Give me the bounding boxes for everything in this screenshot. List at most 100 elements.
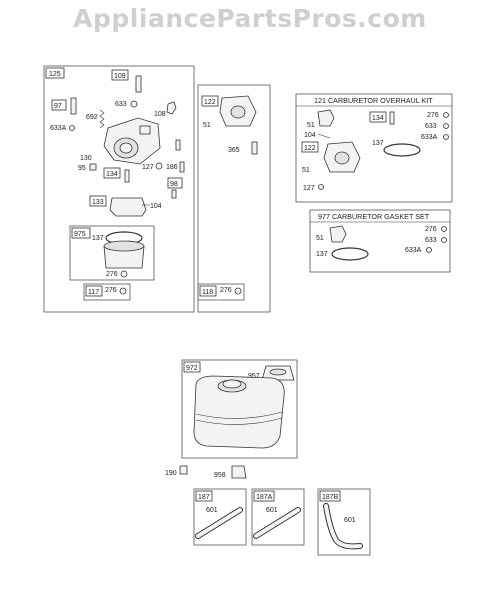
part-tag-118-text: 118 [202, 289, 213, 296]
callout-51-d: 51 [316, 235, 324, 242]
kit-spacer-hole [334, 151, 350, 165]
part-tag-122-b-text: 122 [304, 145, 316, 152]
box-label-125[interactable] [45, 67, 65, 79]
gasket-set-group: 977 CARBURETOR GASKET SET 51 137 276 633… [309, 209, 451, 273]
bowl-kit-frame [69, 225, 155, 281]
overhaul-kit-group: 121 CARBURETOR OVERHAUL KIT 51 104 134 2… [295, 93, 453, 203]
part-tag-187B[interactable] [319, 490, 341, 502]
part-tag-972[interactable] [183, 361, 201, 373]
kit-gasket-part[interactable] [317, 109, 335, 127]
callout-51-a: 51 [203, 122, 211, 129]
carburetor-assembly-group: 125 109 633 97 633A 692 108 130 95 127 [43, 65, 195, 313]
jet-part[interactable] [124, 169, 130, 183]
fuel-line-187-inner [196, 508, 242, 538]
fitting-part[interactable] [175, 139, 181, 151]
kit-oring-part[interactable] [443, 134, 449, 140]
part-tag-118[interactable] [199, 285, 217, 297]
part-tag-187A[interactable] [253, 490, 275, 502]
callout-51-b: 51 [307, 122, 315, 129]
fuel-cap-top [269, 368, 287, 376]
stud-part[interactable] [179, 161, 185, 173]
part-tag-134-a[interactable] [103, 167, 121, 179]
oring-part[interactable] [69, 125, 75, 131]
intake-spacer-hole [230, 105, 246, 119]
callout-633-a: 633 [115, 101, 127, 108]
fuel-line-187B-inner [324, 504, 362, 549]
callout-633A-a: 633A [50, 125, 67, 132]
kit-117-frame [83, 283, 131, 301]
callout-190: 190 [165, 470, 177, 477]
kit-jet-part[interactable] [389, 111, 395, 125]
shutoff-valve-part[interactable] [231, 465, 247, 479]
bracket-part[interactable] [166, 101, 177, 115]
part-tag-975-text: 975 [74, 231, 86, 238]
callout-108: 108 [154, 111, 166, 118]
part-tag-134-a-text: 134 [106, 171, 118, 178]
washer-117-part[interactable] [119, 287, 127, 295]
set-bowl-gasket-part[interactable] [331, 247, 369, 261]
callout-95: 95 [78, 165, 86, 172]
kit-pin-part [317, 133, 331, 139]
watermark: AppliancePartsPros.com [73, 4, 427, 33]
spring-part[interactable] [99, 109, 105, 129]
callout-958: 958 [214, 472, 226, 479]
part-tag-187[interactable] [195, 490, 213, 502]
callout-276-d: 276 [427, 112, 439, 119]
plug-part[interactable] [89, 163, 97, 171]
fuel-line-187-frame [193, 488, 247, 546]
part-tag-134-b[interactable] [369, 111, 387, 123]
set-washer2-part[interactable] [441, 237, 447, 243]
screw-small-part[interactable] [171, 189, 177, 199]
kit-washer-part[interactable] [443, 112, 449, 118]
gasket-small-part[interactable] [155, 162, 163, 170]
part-tag-98[interactable] [167, 177, 183, 189]
callout-601-c: 601 [344, 517, 356, 524]
box-label-125-text: 125 [49, 71, 61, 78]
callout-633A-c: 633A [405, 247, 422, 254]
part-tag-133[interactable] [89, 195, 107, 207]
callout-276-e: 276 [425, 226, 437, 233]
callout-104-b: 104 [304, 132, 316, 139]
fuel-line-187B-frame [317, 488, 371, 556]
intake-group: 122 51 365 118 276 [197, 84, 271, 313]
set-gasket-part[interactable] [329, 225, 347, 243]
part-tag-117-text: 117 [88, 289, 99, 296]
fuel-tank-frame [181, 359, 298, 459]
callout-957: 957 [248, 373, 260, 380]
part-tag-975[interactable] [71, 227, 91, 239]
needle-valve-part[interactable] [135, 75, 142, 93]
part-tag-117[interactable] [85, 285, 103, 297]
kit-washer2-part[interactable] [443, 123, 449, 129]
set-oring-part[interactable] [426, 247, 432, 253]
carburetor-body[interactable] [103, 117, 161, 165]
set-washer-part[interactable] [441, 226, 447, 232]
part-tag-187A-text: 187A [256, 494, 273, 501]
kit-118-frame [197, 283, 245, 301]
tank-screw-part[interactable] [179, 465, 188, 475]
washer-part[interactable] [130, 100, 138, 108]
part-tag-187-text: 187 [198, 494, 210, 501]
part-tag-134-b-text: 134 [372, 115, 384, 122]
callout-365: 365 [228, 147, 240, 154]
callout-186: 186 [166, 164, 178, 171]
part-tag-122-b[interactable] [301, 141, 319, 153]
part-tag-109[interactable] [111, 69, 129, 81]
callout-633-b: 633 [425, 123, 437, 130]
float-part[interactable] [109, 197, 147, 217]
washer-118-part[interactable] [234, 287, 242, 295]
bolt-part[interactable] [251, 141, 258, 155]
fuel-tank-part[interactable] [193, 375, 285, 449]
part-tag-122-a[interactable] [201, 95, 219, 107]
overhaul-kit-title: 121 CARBURETOR OVERHAUL KIT [314, 96, 433, 105]
callout-137-a: 137 [92, 235, 104, 242]
callout-276-c: 276 [220, 287, 232, 294]
screw-part[interactable] [70, 97, 77, 115]
part-tag-109-text: 109 [114, 73, 126, 80]
bowl-washer-part[interactable] [120, 270, 128, 278]
kit-bowl-gasket-part[interactable] [383, 143, 421, 157]
kit-small-gasket-part[interactable] [318, 184, 324, 190]
part-tag-97[interactable] [51, 99, 67, 111]
callout-633-c: 633 [425, 237, 437, 244]
fuel-line-187-group: 187 601 [193, 488, 247, 546]
fuel-tank-group: 972 957 [181, 359, 298, 459]
